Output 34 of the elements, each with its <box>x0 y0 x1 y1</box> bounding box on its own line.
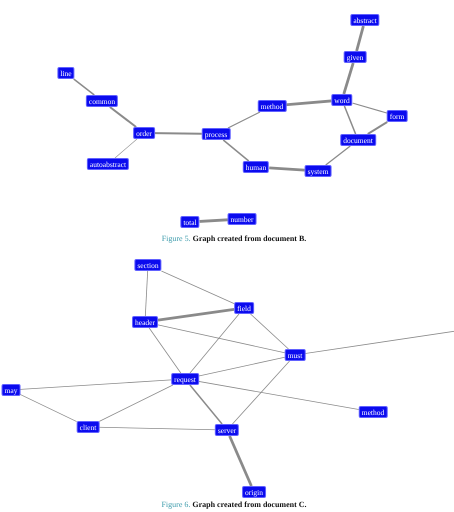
connector-line <box>304 330 454 354</box>
connector-line <box>325 145 351 166</box>
connector-line <box>200 218 228 223</box>
connector-line <box>367 121 388 135</box>
connector-line <box>20 394 78 422</box>
figure-caption: Figure 6. Graph created from document C. <box>161 500 307 510</box>
connector-line <box>198 356 286 376</box>
connector-line <box>109 106 137 128</box>
connector-line <box>144 270 148 316</box>
connector-line <box>73 78 95 96</box>
connector-line <box>161 270 235 304</box>
connector-line <box>189 384 223 424</box>
connector-line <box>286 100 332 106</box>
connector-line <box>250 314 289 350</box>
connector-line <box>190 314 240 374</box>
connector-line <box>114 138 138 158</box>
connector-line <box>232 360 290 424</box>
connector-line <box>98 384 174 422</box>
connector-line <box>228 435 253 487</box>
connector-line <box>228 111 260 129</box>
connector-line <box>148 328 182 374</box>
connector-line <box>198 381 360 410</box>
connector-line <box>98 426 216 430</box>
connector-line <box>20 379 172 390</box>
connector-line <box>158 324 286 354</box>
connector-line <box>344 106 356 134</box>
connector-line <box>158 308 234 322</box>
connector-line <box>269 166 305 172</box>
connector-line <box>342 62 355 94</box>
connector-line <box>222 139 250 162</box>
connector-line <box>154 132 202 135</box>
figure-caption: Figure 5. Graph created from document B. <box>162 234 306 244</box>
connector-line <box>352 102 387 114</box>
connector-line <box>355 26 365 52</box>
